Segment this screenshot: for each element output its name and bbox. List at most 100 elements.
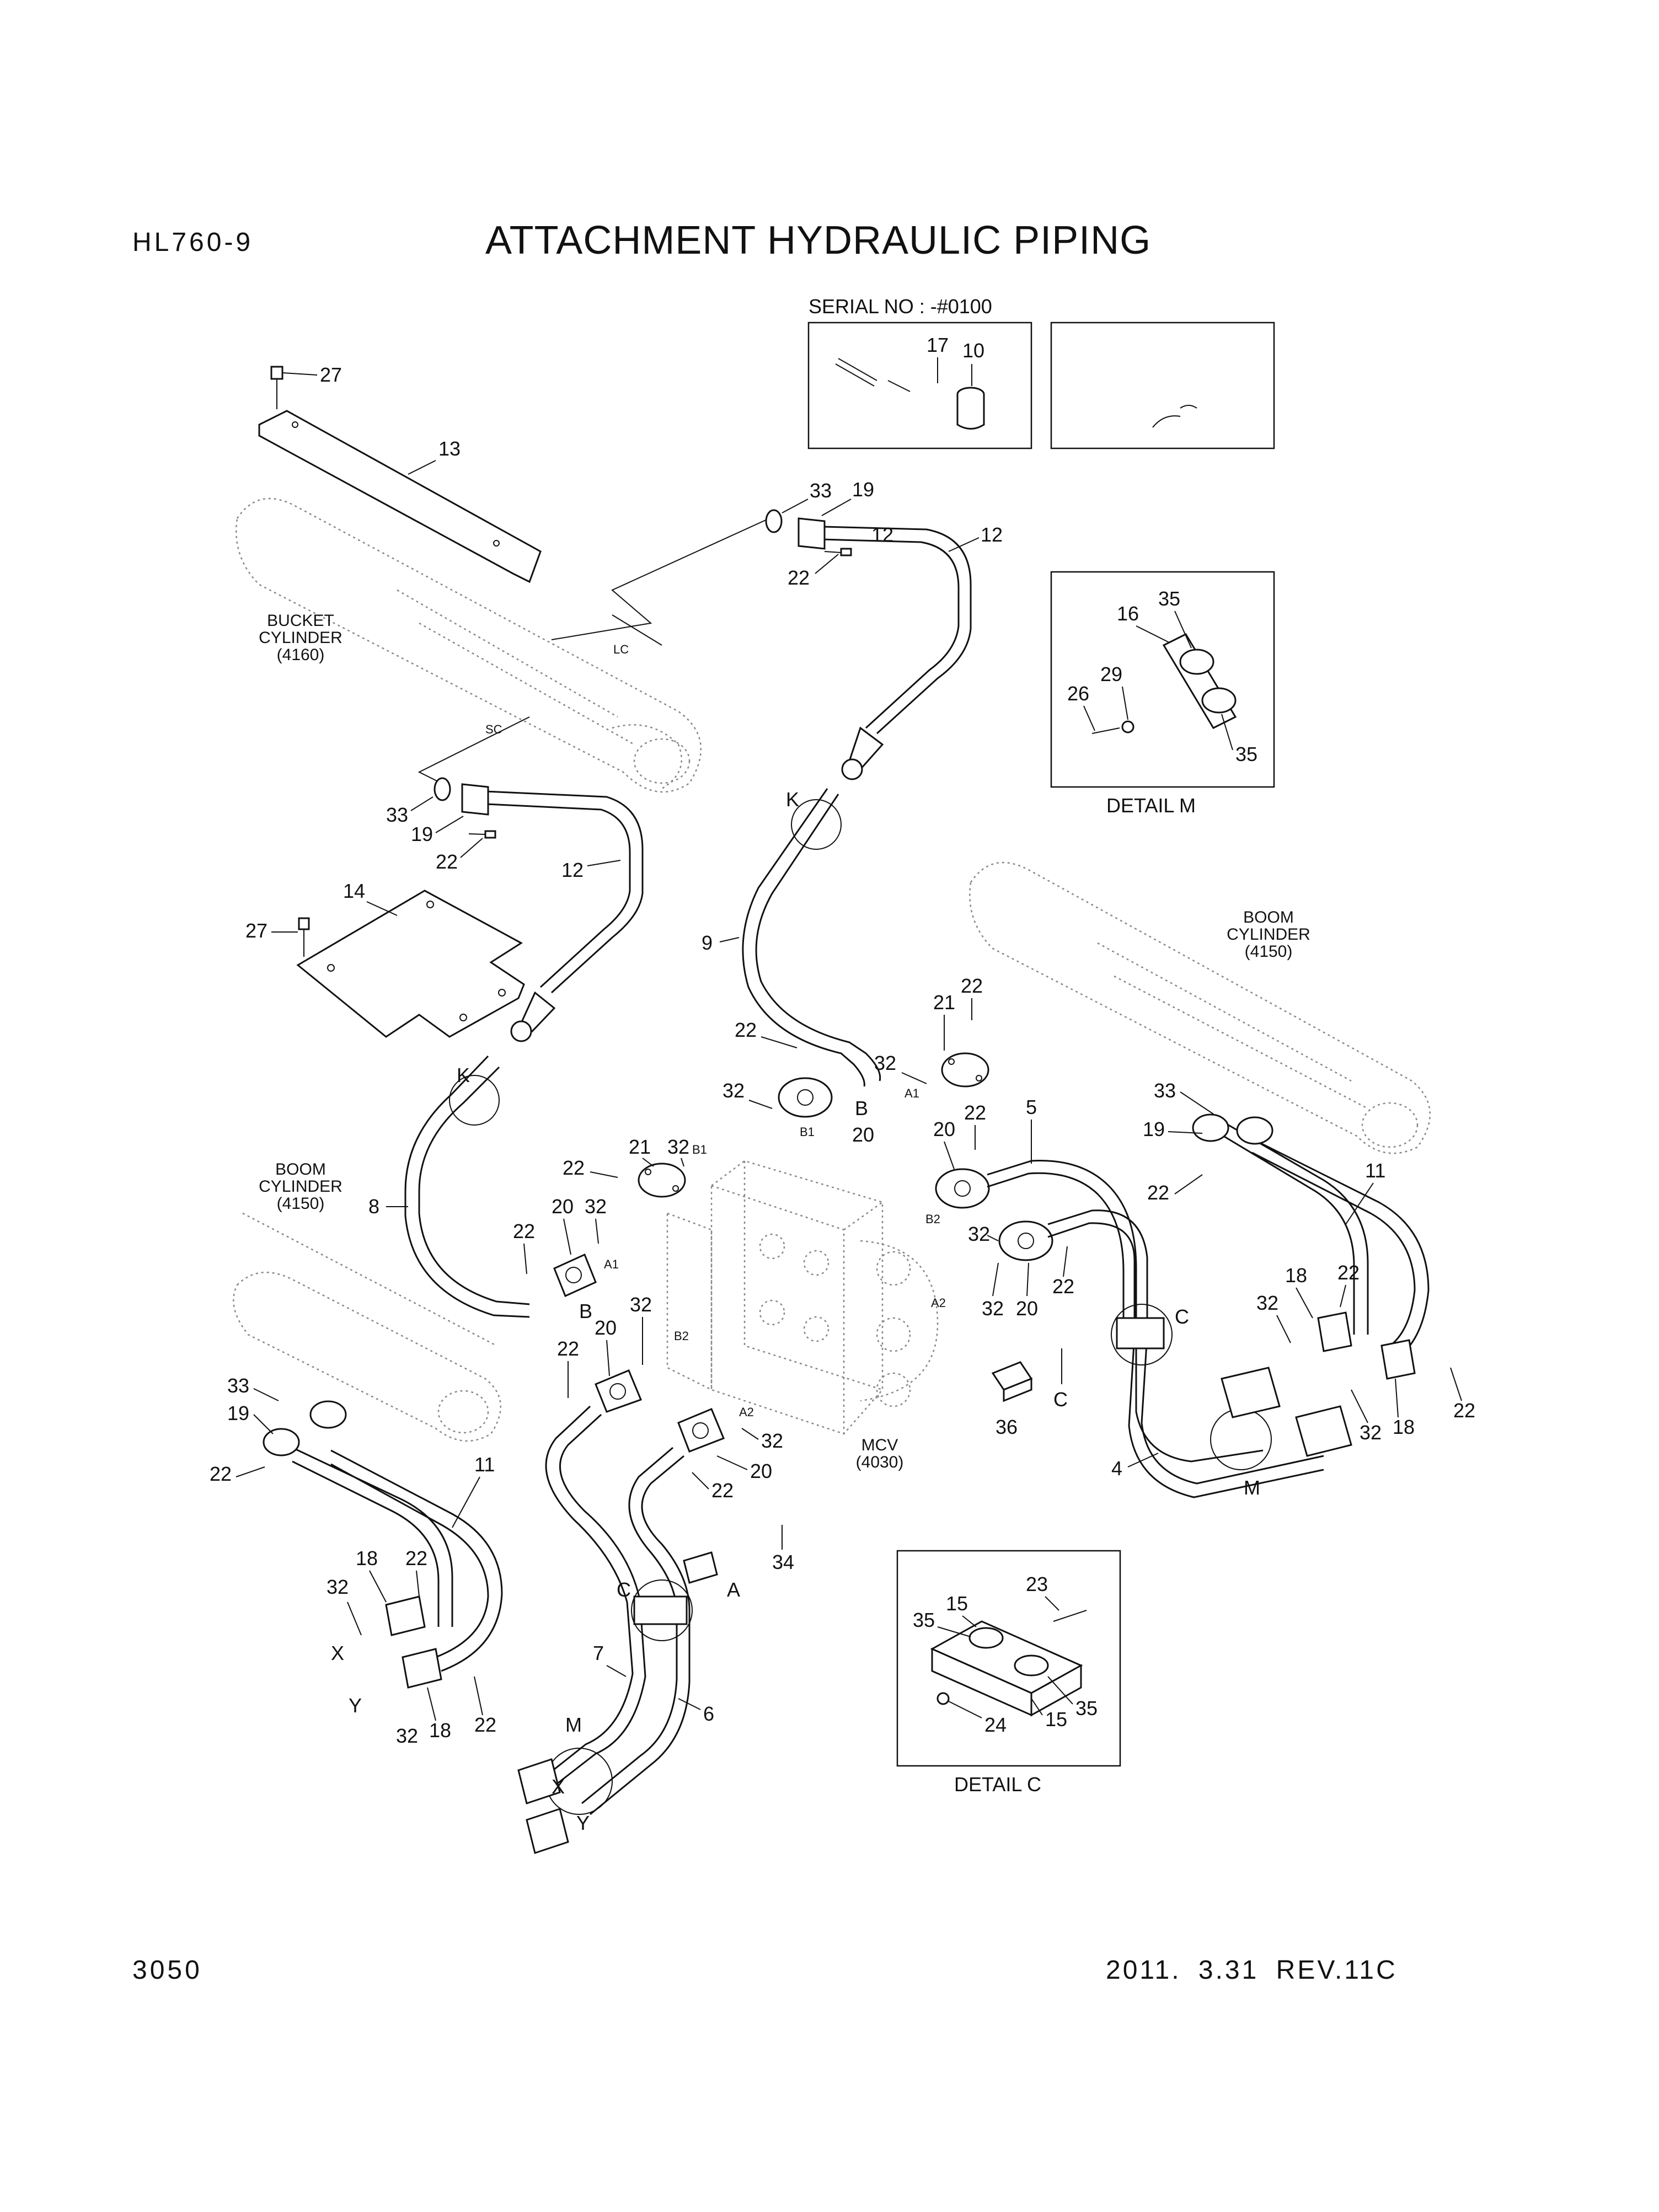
callout: 21 [629, 1136, 651, 1158]
callout: 18 [356, 1547, 378, 1570]
boom-cylinder-right-label: BOOM [1243, 908, 1294, 926]
callout: X [552, 1775, 565, 1798]
serial-detail-box-right [1050, 322, 1275, 449]
callout: B2 [674, 1329, 689, 1343]
callout: 6 [703, 1702, 714, 1725]
callout: 21 [933, 991, 955, 1014]
callout: 15 [1045, 1708, 1067, 1731]
boom-cylinder-left-label: (4150) [277, 1195, 325, 1213]
boom-cylinder-right-label: (4150) [1245, 942, 1293, 961]
callout: 22 [964, 1101, 986, 1124]
callout: 22 [513, 1220, 535, 1242]
callout: 23 [1026, 1573, 1048, 1595]
mcv-block [666, 1160, 939, 1435]
callout: 33 [386, 804, 408, 826]
detail-c-title: DETAIL C [954, 1773, 1041, 1796]
pipe-12-middle [434, 777, 644, 1042]
callout: 20 [933, 1118, 955, 1140]
callout: 22 [961, 974, 983, 997]
bucket-cylinder-ghost [236, 497, 702, 793]
bolt-27-left [298, 917, 310, 957]
callout: 20 [852, 1123, 874, 1146]
split-flange-20-a1 [935, 1168, 990, 1209]
callout: C [1175, 1305, 1189, 1328]
bolt-27-top [270, 366, 283, 409]
callout: 12 [561, 859, 584, 881]
callout: 22 [788, 566, 810, 589]
callout: 29 [1100, 663, 1122, 685]
callout: 32 [1360, 1421, 1382, 1444]
callout: B1 [800, 1125, 815, 1139]
boom-cylinder-left-ghost [233, 1212, 501, 1442]
callout: 19 [411, 823, 433, 845]
callout: K [786, 788, 799, 811]
callout: 32 [982, 1297, 1004, 1320]
split-flange-21-a1 [941, 1052, 989, 1088]
callout: 32 [874, 1052, 896, 1074]
pipe-12-top [765, 509, 972, 780]
callout: 20 [1016, 1297, 1038, 1320]
callout: 11 [1365, 1159, 1385, 1182]
callout: 22 [735, 1019, 757, 1041]
pipe-11-left [263, 1400, 503, 1689]
callout: 11 [474, 1453, 495, 1476]
callout: 32 [667, 1136, 689, 1158]
bucket-cylinder-label: (4160) [277, 646, 325, 664]
boom-cylinder-right-ghost [969, 861, 1431, 1154]
callout: 35 [913, 1609, 935, 1631]
split-flange-20-b-top [778, 1077, 833, 1118]
callout: 10 [962, 339, 984, 362]
pipe-8 [404, 1055, 530, 1318]
callout: M [1244, 1476, 1260, 1499]
guard-plate-13 [258, 410, 542, 583]
callout: 22 [1453, 1399, 1475, 1422]
callout: Y [576, 1812, 590, 1834]
callout: 22 [474, 1713, 496, 1736]
callout: B [579, 1300, 592, 1322]
callout: C [617, 1578, 631, 1601]
mcv-label: MCV [861, 1436, 898, 1454]
pipe-7 [537, 1405, 646, 1793]
callout: 32 [327, 1576, 349, 1598]
callout: 27 [320, 363, 342, 386]
callout: 13 [438, 437, 461, 460]
callout: B2 [925, 1212, 940, 1226]
callout: 19 [1143, 1118, 1165, 1140]
callout: 19 [852, 478, 874, 501]
callout: 4 [1111, 1457, 1122, 1480]
split-flange-20-b2 [595, 1369, 642, 1413]
revision-date: 2011. 3.31 REV.11C [1106, 1956, 1398, 1985]
callout: 16 [1117, 602, 1139, 625]
serial-detail-box-left [807, 322, 1032, 449]
split-flange-21-b1 [638, 1163, 686, 1198]
boom-cylinder-right-label: CYLINDER [1227, 925, 1310, 944]
pipe-11-right [1192, 1113, 1430, 1380]
callout: A2 [739, 1405, 754, 1419]
port-tag: SC [485, 722, 502, 736]
callout: 32 [396, 1724, 418, 1747]
callout: 26 [1067, 682, 1089, 705]
callout: 18 [1393, 1416, 1415, 1438]
callout: A2 [931, 1296, 946, 1310]
callout: 17 [927, 334, 949, 356]
pipe-6 [517, 1447, 693, 1854]
callout: 24 [984, 1713, 1007, 1736]
callout: X [331, 1642, 344, 1664]
callout: 22 [405, 1547, 427, 1570]
model-code: HL760-9 [132, 228, 254, 257]
page-number: 3050 [132, 1956, 202, 1985]
callout: Y [349, 1694, 362, 1717]
callout: 14 [343, 880, 365, 902]
serial-note: SERIAL NO : -#0100 [809, 295, 992, 318]
callout: K [457, 1064, 470, 1086]
page-title: ATTACHMENT HYDRAULIC PIPING [485, 218, 1152, 263]
callout: 32 [968, 1223, 990, 1245]
pipe-4 [1047, 1209, 1352, 1498]
boom-cylinder-left-label: CYLINDER [259, 1177, 342, 1196]
mcv-label: (4030) [856, 1453, 904, 1471]
callout: 20 [595, 1316, 617, 1339]
callout: 22 [210, 1463, 232, 1485]
bucket-cylinder-label: BUCKET [267, 612, 334, 630]
callout: B [855, 1097, 868, 1120]
callout: 22 [1052, 1275, 1074, 1298]
